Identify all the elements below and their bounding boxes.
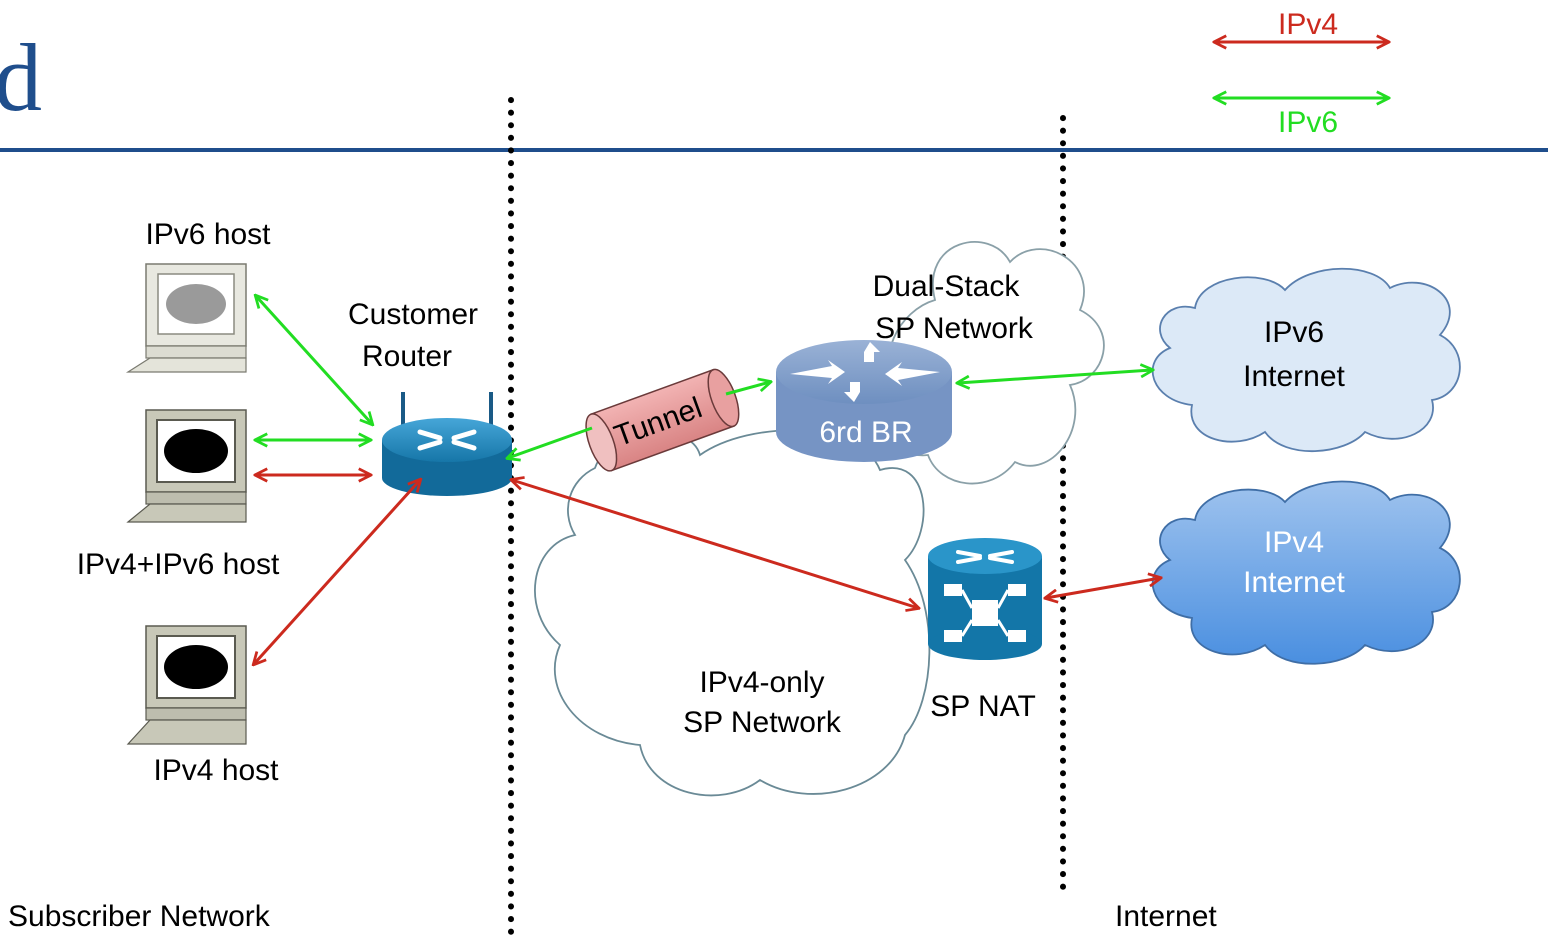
dual-stack-label-1: Dual-Stack [873,270,1021,303]
ipv4-host-icon [126,625,247,745]
ipv6-host-label: IPv6 host [145,218,271,251]
sp-nat-icon [928,538,1042,660]
ipv4-host-label: IPv4 host [153,754,279,787]
dual-host-icon [126,409,247,523]
ipv4-internet-label-2: Internet [1243,566,1345,599]
br-label: 6rd BR [819,416,912,449]
legend-ipv4-label: IPv4 [1278,8,1338,41]
ipv4-internet-label-1: IPv4 [1264,526,1324,559]
ipv6-internet-label-1: IPv6 [1264,316,1324,349]
title-fragment: d [0,24,42,131]
arrow-ipv4-host-router [254,480,420,664]
dual-host-label: IPv4+IPv6 host [77,548,280,581]
internet-zone-label: Internet [1115,900,1217,933]
arrow-router-sp-nat [512,480,918,608]
arrow-tunnel-br [725,382,770,396]
subscriber-network-label: Subscriber Network [8,900,271,933]
br-router-icon [776,340,952,462]
arrow-ipv6-host-router [256,296,372,424]
customer-router-label-1: Customer [348,298,478,331]
ipv4-only-label-2: SP Network [683,706,842,739]
ipv4-only-cloud [534,429,931,797]
header-rule [0,148,1548,152]
ipv6-host-icon [125,263,247,373]
arrow-nat-ipv4-internet [1046,578,1160,598]
ipv6-internet-cloud [1151,267,1461,453]
customer-router-label-2: Router [362,340,452,373]
legend-ipv6-label: IPv6 [1278,106,1338,139]
customer-router-icon [382,392,512,496]
arrow-br-ipv6-internet [958,370,1152,383]
sp-nat-label: SP NAT [930,690,1036,723]
ipv4-only-label-1: IPv4-only [699,666,824,699]
dual-stack-label-2: SP Network [875,312,1034,345]
legend: IPv4 IPv6 [1215,8,1388,139]
arrow-router-tunnel [508,426,593,458]
ipv6-internet-label-2: Internet [1243,360,1345,393]
